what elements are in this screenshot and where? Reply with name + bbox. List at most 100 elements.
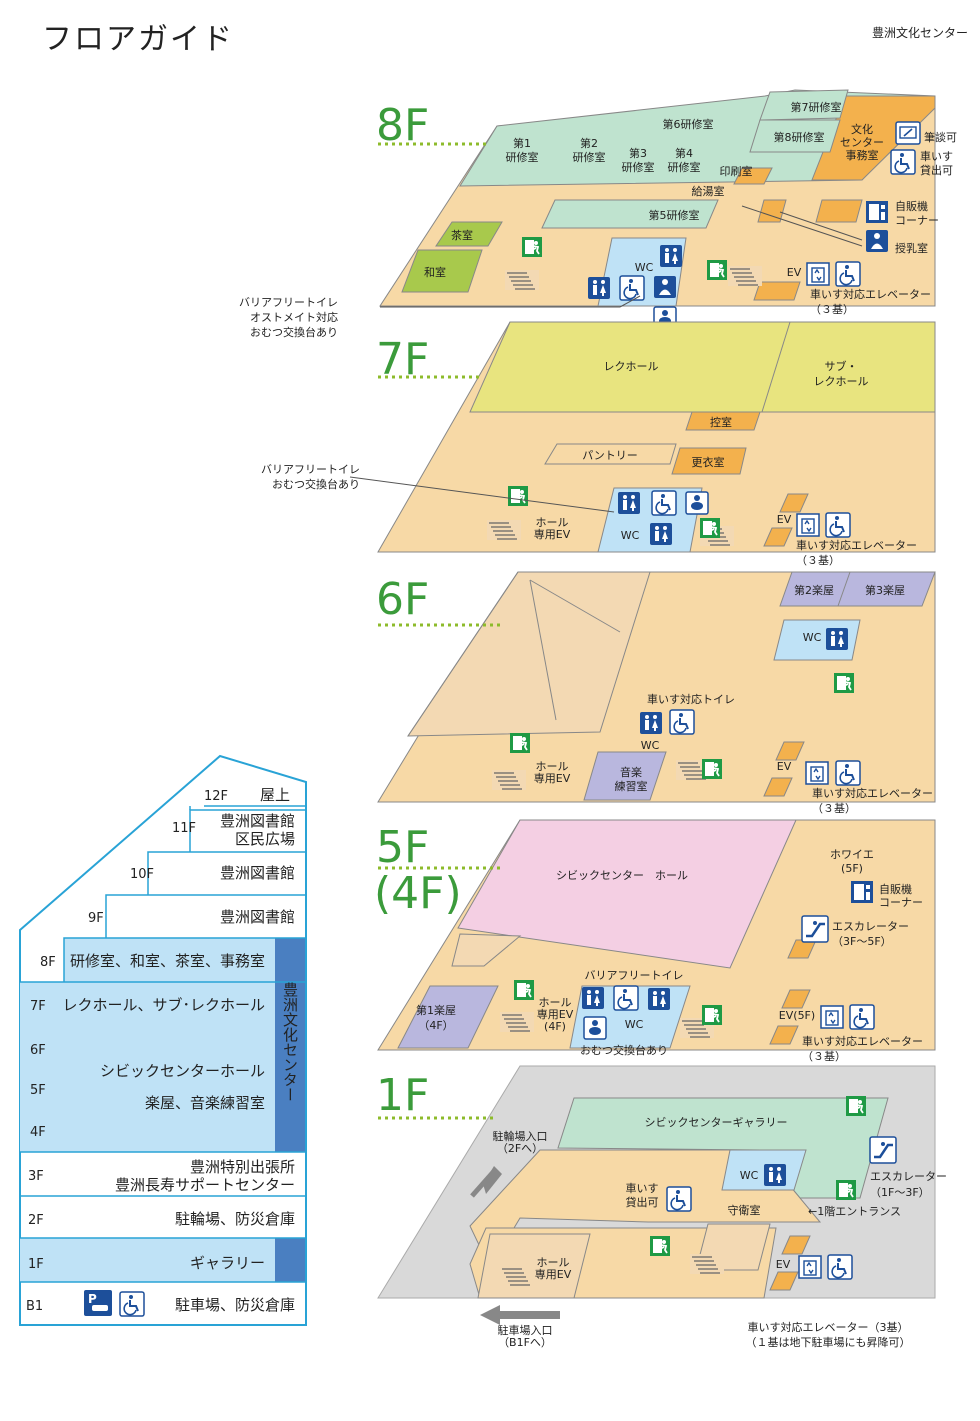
label-floors-f7-rooms-subrec: サブ・レクホール <box>814 359 869 388</box>
label-floors-f6-rooms-gakuya2: 第2楽屋 <box>794 583 834 597</box>
floor-8f <box>379 89 936 330</box>
floor-label-6f: 6F <box>376 574 429 625</box>
guide-floor-2f: 2F <box>28 1213 44 1228</box>
guide-floor-9f: 9F <box>88 911 104 926</box>
guide-floor-8f: 8F <box>40 955 56 970</box>
guide-text-5f: シビックセンターホール楽屋、音楽練習室 <box>100 1062 265 1112</box>
label-floors-f8-rooms-kyuto: 給湯室 <box>692 184 725 198</box>
label-floors-f6-rooms-wc: WC <box>803 631 822 644</box>
guide-floor-12f: 12F <box>204 789 228 804</box>
label-floors-f6-rooms-ongaku: 音楽練習室 <box>615 765 648 793</box>
label-floors-f5-rooms-wc: WC <box>625 1018 644 1031</box>
guide-floor-3f: 3F <box>28 1169 44 1184</box>
floor-label-5f: 5F <box>376 822 429 873</box>
label-floors-f7-rooms-ev: EV <box>777 513 792 526</box>
note-elevator-5f: 車いす対応エレベーター（３基） <box>802 1034 923 1063</box>
legend-nursing-room: 授乳室 <box>895 241 928 255</box>
guide-floor-b1: B1 <box>26 1299 43 1314</box>
note-elevator-7f: 車いす対応エレベーター（３基） <box>796 538 917 567</box>
label-floors-f1-rooms-gallery: シビックセンターギャラリー <box>645 1116 788 1129</box>
note-parking-entrance: 駐車場入口（B1Fへ） <box>498 1323 553 1349</box>
label-floors-f8-rooms-ev: EV <box>787 266 802 279</box>
label-floors-f8-rooms-office: 文化センター事務室 <box>840 122 884 162</box>
note-entrance-1f: ←1階エントランス <box>808 1204 901 1218</box>
label-floors-f1-rooms-shuei: 守衛室 <box>728 1203 761 1217</box>
guide-floor-10f: 10F <box>130 867 154 882</box>
label-floors-f1-rooms-ev: EV <box>776 1258 791 1271</box>
label-floors-f5-rooms-gakuya1: 第1楽屋（4F） <box>416 1003 456 1032</box>
label-floors-f5-rooms-hall_ev: ホール専用EV(4F) <box>537 996 574 1033</box>
note-wheelchair-toilet-6f: 車いす対応トイレ <box>647 692 735 706</box>
floor-7f <box>349 321 936 553</box>
guide-floor-4f: 4F <box>30 1125 46 1140</box>
guide-floor-7f: 7F <box>30 999 46 1014</box>
guide-text-8f: 研修室、和室、茶室、事務室 <box>70 952 265 970</box>
legend-vending-5f: 自販機コーナー <box>879 882 923 909</box>
legend-hitsudan: 筆談可 <box>924 130 957 144</box>
floor-sublabel-4f: (4F) <box>374 868 462 919</box>
note-elevator-6f: 車いす対応エレベーター（３基） <box>812 786 933 815</box>
organization-name: 豊洲文化センター <box>871 26 968 40</box>
label-floors-f5-rooms-foyer: ホワイエ(5F) <box>830 848 874 875</box>
legend-wheelchair-rental-1f: 車いす貸出可 <box>626 1181 659 1209</box>
note-bicycle-entrance: 駐輪場入口（2Fへ） <box>493 1129 548 1155</box>
floor-6f <box>377 571 936 803</box>
label-floors-f8-rooms-kenshu6: 第6研修室 <box>663 117 714 131</box>
legend-wheelchair-rental: 車いす貸出可 <box>920 149 953 177</box>
guide-side-label: 豊洲文化センター <box>281 982 299 1102</box>
guide-text-11f: 豊洲図書館区民広場 <box>220 812 295 848</box>
label-floors-f8-rooms-kenshu5: 第5研修室 <box>649 208 700 222</box>
guide-floor-5f: 5F <box>30 1083 46 1098</box>
label-floors-f6-rooms-wc2: WC <box>641 739 660 752</box>
label-floors-f6-rooms-hall_ev: ホール専用EV <box>534 760 571 785</box>
label-floors-f8-rooms-wc: WC <box>635 261 654 274</box>
floor-1f <box>377 1065 936 1325</box>
label-floors-f8-rooms-kenshu8: 第8研修室 <box>774 130 825 144</box>
guide-text-9f: 豊洲図書館 <box>220 908 295 926</box>
guide-text-1f: ギャラリー <box>190 1254 265 1272</box>
guide-text-2f: 駐輪場、防災倉庫 <box>175 1210 295 1228</box>
note-elevator-8f: 車いす対応エレベーター（３基） <box>810 287 931 316</box>
guide-text-3f: 豊洲特別出張所豊洲長寿サポートセンター <box>115 1158 295 1194</box>
guide-text-12f: 屋上 <box>260 786 290 804</box>
guide-floor-1f: 1F <box>28 1257 44 1272</box>
label-floors-f1-rooms-hall_ev: ホール専用EV <box>535 1256 572 1281</box>
floor-label-1f: 1F <box>376 1070 429 1121</box>
label-floors-f1-rooms-wc: WC <box>740 1169 759 1182</box>
label-floors-f6-rooms-ev: EV <box>777 760 792 773</box>
note-barrier-free-toilet-5f: バリアフリートイレ <box>585 969 684 982</box>
label-floors-f7-rooms-koui: 更衣室 <box>692 455 725 469</box>
label-floors-f8-rooms-kenshu7: 第7研修室 <box>791 100 842 114</box>
page-title: フロアガイド <box>42 22 234 57</box>
building-guide <box>19 754 307 1326</box>
note-diaper-5f: おむつ交換台あり <box>580 1043 668 1057</box>
legend-escalator-1f: エスカレーター（1F～3F） <box>870 1170 947 1199</box>
label-floors-f7-rooms-rechall: レクホール <box>604 360 659 373</box>
label-floors-f6-rooms-gakuya3: 第3楽屋 <box>865 583 905 597</box>
guide-text-7f: レクホール、サブ･レクホール <box>62 996 265 1014</box>
label-floors-f7-rooms-hikae: 控室 <box>710 415 732 429</box>
guide-text-b1: 駐車場、防災倉庫 <box>175 1296 295 1314</box>
label-floors-f7-rooms-hall_ev: ホール専用EV <box>534 516 571 541</box>
legend-vending: 自販機コーナー <box>895 199 939 227</box>
floor-number-labels: 8F 7F 6F 5F (4F) 1F <box>374 100 500 1121</box>
label-floors-f5-rooms-hall: シビックセンター ホール <box>556 869 688 882</box>
legend-escalator-5f: エスカレーター（3F～5F） <box>832 920 909 948</box>
label-floors-f7-rooms-pantry: パントリー <box>582 449 638 462</box>
floor-5f <box>377 819 936 1051</box>
note-barrier-free-toilet-7f: バリアフリートイレおむつ交換台あり <box>261 463 360 491</box>
guide-text-10f: 豊洲図書館 <box>220 864 295 882</box>
note-barrier-free-toilet-8f: バリアフリートイレオストメイト対応おむつ交換台あり <box>239 296 338 339</box>
label-floors-f7-rooms-wc: WC <box>621 529 640 542</box>
note-elevator-1f: 車いす対応エレベーター（3基）（１基は地下駐車場にも昇降可） <box>746 1320 911 1349</box>
label-floors-f5-rooms-ev: EV(5F) <box>779 1009 815 1022</box>
label-floors-f8-rooms-washitsu: 和室 <box>424 265 446 279</box>
guide-floor-6f: 6F <box>30 1043 46 1058</box>
